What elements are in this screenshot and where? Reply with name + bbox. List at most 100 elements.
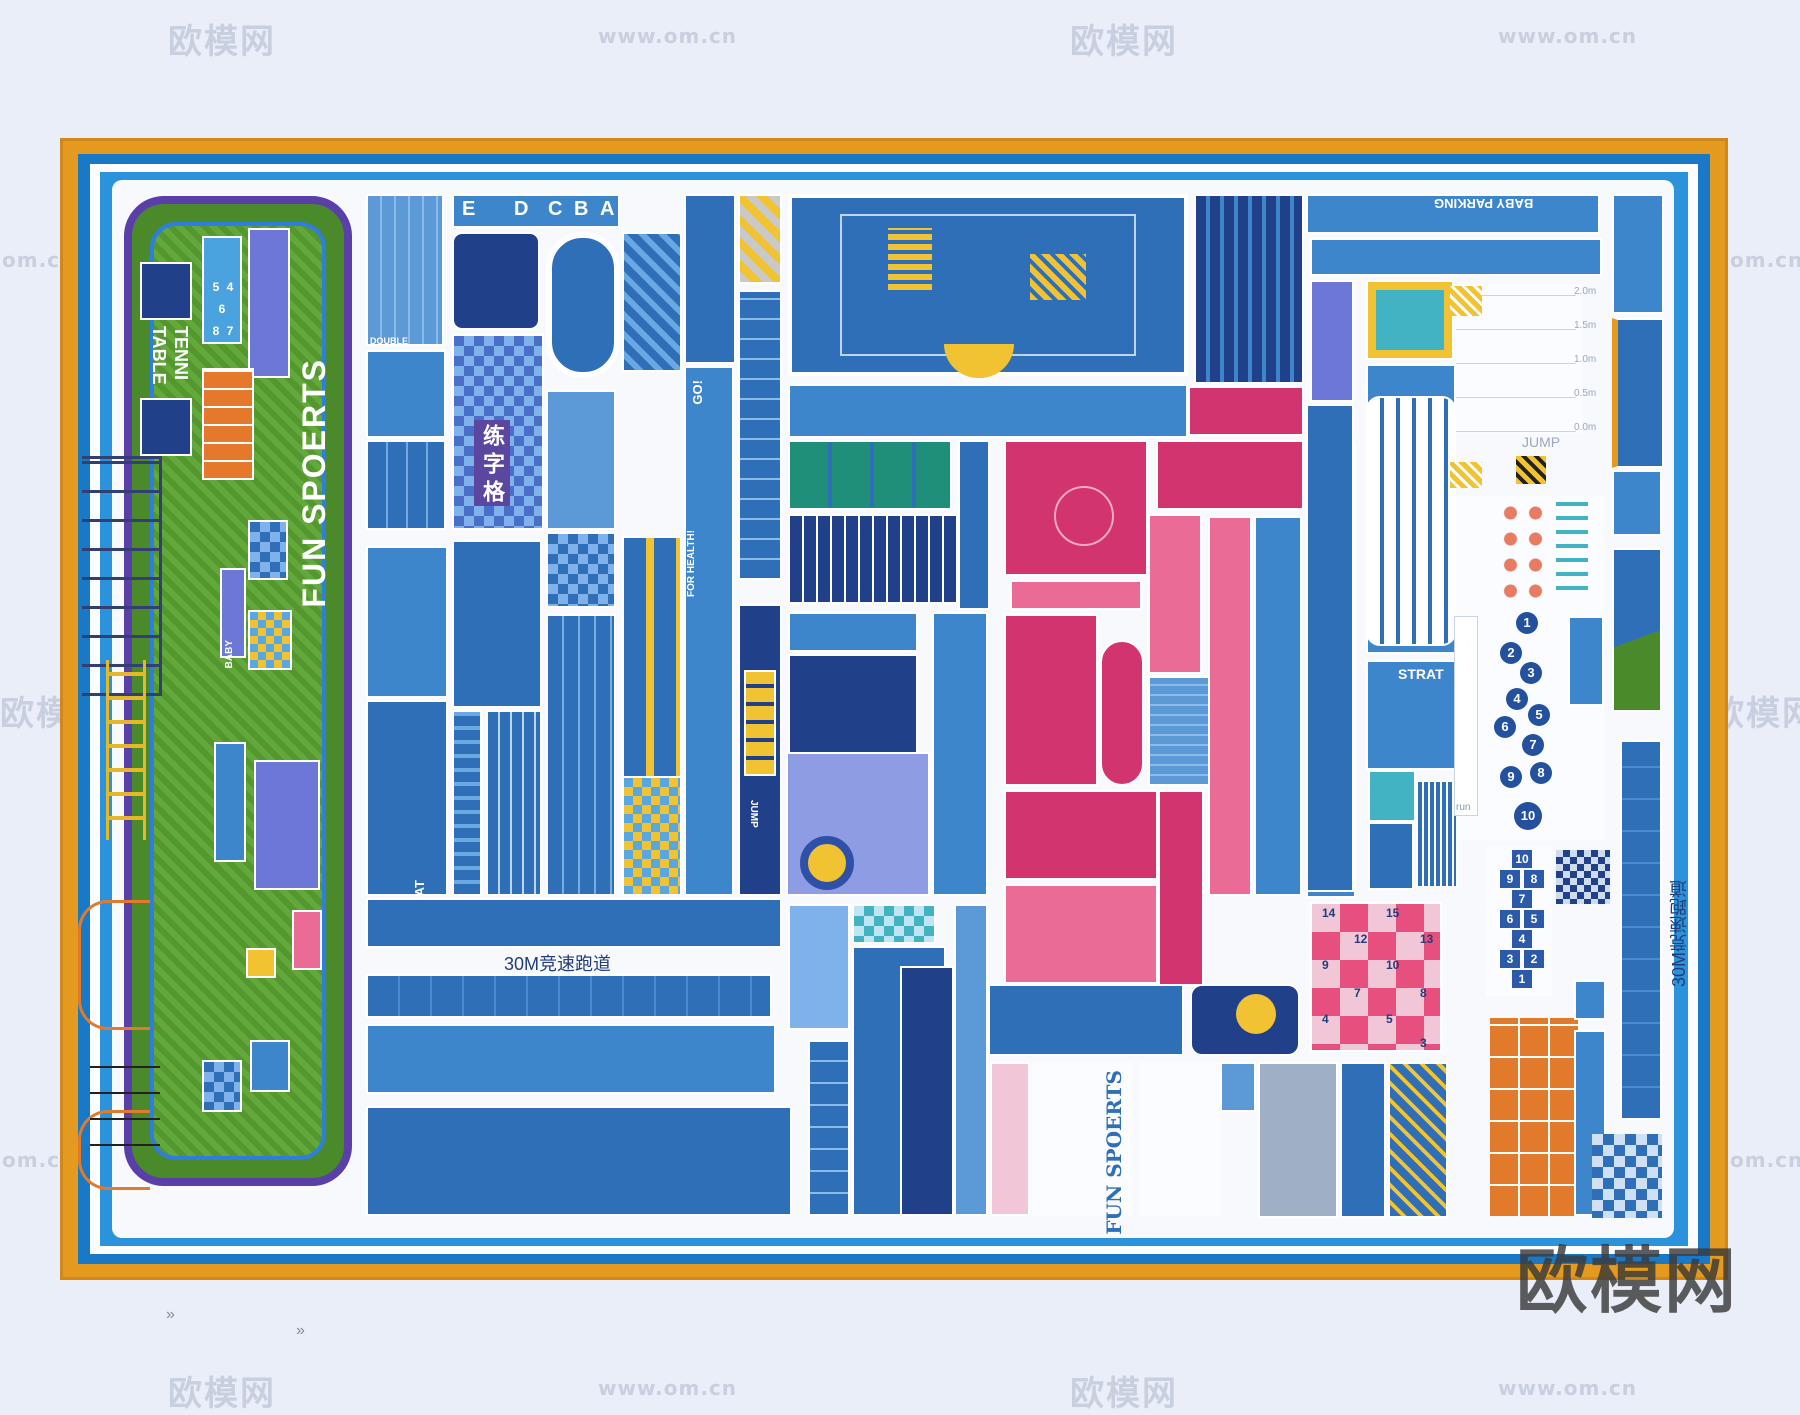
hop-number: 9 xyxy=(1500,870,1520,888)
pink-lane xyxy=(1148,514,1202,674)
letter-e: E xyxy=(462,198,476,220)
hop-number: 6 xyxy=(218,302,226,316)
grid-tile xyxy=(366,440,446,530)
dark-court xyxy=(900,966,954,1216)
ladder-lane xyxy=(738,290,782,580)
path-number: 7 xyxy=(1522,734,1544,756)
fun-sports-vertical: FUN SPOERTS xyxy=(1102,1070,1126,1235)
right-mid-panel xyxy=(1612,470,1662,536)
height-label: 0.5m xyxy=(1574,388,1597,399)
hop-number: 7 xyxy=(226,324,234,338)
runner-tile xyxy=(248,228,290,378)
jump-yellow-tile xyxy=(1450,286,1482,316)
yellow-checker-tile xyxy=(248,610,292,670)
arrow-icon: » xyxy=(296,1322,305,1339)
teal-tile xyxy=(1368,770,1416,822)
hop-number: 4 xyxy=(1512,930,1532,948)
number-grid xyxy=(214,742,246,862)
practice-label: 练 字 格 xyxy=(474,420,510,507)
path-number: 2 xyxy=(1500,642,1522,664)
hop-number: 3 xyxy=(1500,950,1520,968)
sport-icons-tile xyxy=(452,540,542,708)
basketball-key xyxy=(1054,486,1114,546)
height-label: 1.5m xyxy=(1574,320,1597,331)
double-court-tile xyxy=(366,194,444,346)
watermark-brand: 欧模网 xyxy=(168,22,276,62)
orange-swing xyxy=(78,900,150,1030)
dark-panel xyxy=(788,654,918,754)
teal-arrow-strip xyxy=(1556,500,1588,600)
yellow-checker-tile xyxy=(622,776,682,896)
court-inner-lines xyxy=(840,214,1136,356)
checker-number: 3 xyxy=(1420,1036,1427,1050)
checker-number: 7 xyxy=(1354,986,1361,1000)
fun-sports-title: FUN SPOERTS xyxy=(296,358,332,608)
path-number: 8 xyxy=(1530,762,1552,784)
checker-tile xyxy=(248,520,288,580)
target-tile xyxy=(788,440,952,510)
path-number: 4 xyxy=(1506,688,1528,710)
pink-checker xyxy=(292,910,322,970)
court-yellow-triangle xyxy=(1030,254,1086,300)
sprint-lane-vertical xyxy=(1620,740,1662,1120)
side-strip xyxy=(958,440,990,610)
watermark-url: www.om.cn xyxy=(1498,24,1638,48)
court-circle xyxy=(800,836,854,890)
checker-number: 14 xyxy=(1322,906,1336,920)
ladder-tile xyxy=(452,710,482,896)
watermark-url: www.om.cn xyxy=(598,1376,738,1400)
lane-pair xyxy=(1340,1062,1386,1218)
turf-bottom-tile xyxy=(250,1040,290,1092)
go-label: GO! xyxy=(690,380,705,405)
letters-panel xyxy=(1188,386,1304,436)
jump-label: JUMP xyxy=(748,800,759,828)
maze-court xyxy=(1004,614,1098,786)
fun-sports-turf-area xyxy=(124,196,352,1186)
checker-number: 5 xyxy=(1386,1012,1393,1026)
watermark-url: om.cn xyxy=(1730,1148,1800,1172)
hop-number: 8 xyxy=(212,324,220,338)
pink-checkerboard xyxy=(1310,902,1442,1052)
path-number: 1 xyxy=(1516,612,1538,634)
pink-court-bottom xyxy=(1004,790,1158,880)
hop-number: 10 xyxy=(1512,850,1532,868)
letters-tile xyxy=(452,194,620,228)
letter-a: A xyxy=(600,198,615,220)
path-number: 9 xyxy=(1500,766,1522,788)
side-lane xyxy=(932,612,988,896)
checker-tile xyxy=(546,532,616,608)
purple-lane xyxy=(1310,280,1354,402)
vert-strip xyxy=(954,904,988,1216)
pink-lane-2 xyxy=(1208,516,1252,896)
jump-black-tile xyxy=(1516,456,1546,484)
start-label-right: STRAT xyxy=(1398,666,1444,682)
striped-tile xyxy=(622,232,682,372)
colored-dots-strip xyxy=(1498,500,1548,604)
basketball-icon xyxy=(1236,994,1276,1034)
corner-watermark: 欧模网 xyxy=(1516,1239,1739,1323)
horizontal-strip xyxy=(366,898,782,948)
sprint-track-vertical-label: 30M竞速跑道 xyxy=(1669,880,1689,988)
wave-banner xyxy=(1310,238,1602,276)
yellow-triangle-tile xyxy=(1306,404,1354,892)
table-tennis-label: TENNI xyxy=(171,326,191,380)
checker-number: 12 xyxy=(1354,932,1368,946)
path-number: 6 xyxy=(1494,716,1516,738)
table-tennis-label: TABLE xyxy=(149,326,169,385)
sprint-track-label: 30M竞速跑道 xyxy=(504,954,612,974)
net-court xyxy=(788,904,850,1030)
maze-badge-inner xyxy=(1376,290,1444,350)
square-pattern-tile xyxy=(366,700,448,896)
baby-parking-label: BABY PARKING xyxy=(1434,196,1534,211)
height-label: 2.0m xyxy=(1574,286,1597,297)
hop-number: 1 xyxy=(1512,970,1532,988)
letter-d: D xyxy=(514,198,529,220)
oval-track-tile xyxy=(546,232,620,378)
letter-b: B xyxy=(574,198,589,220)
climbing-frame xyxy=(82,456,162,696)
watermark-url: om.cn xyxy=(1730,248,1800,272)
circles-strip xyxy=(366,1024,776,1094)
bars-tile xyxy=(452,232,540,330)
hop-number: 5 xyxy=(212,280,220,294)
footprint-area xyxy=(1220,1062,1256,1112)
